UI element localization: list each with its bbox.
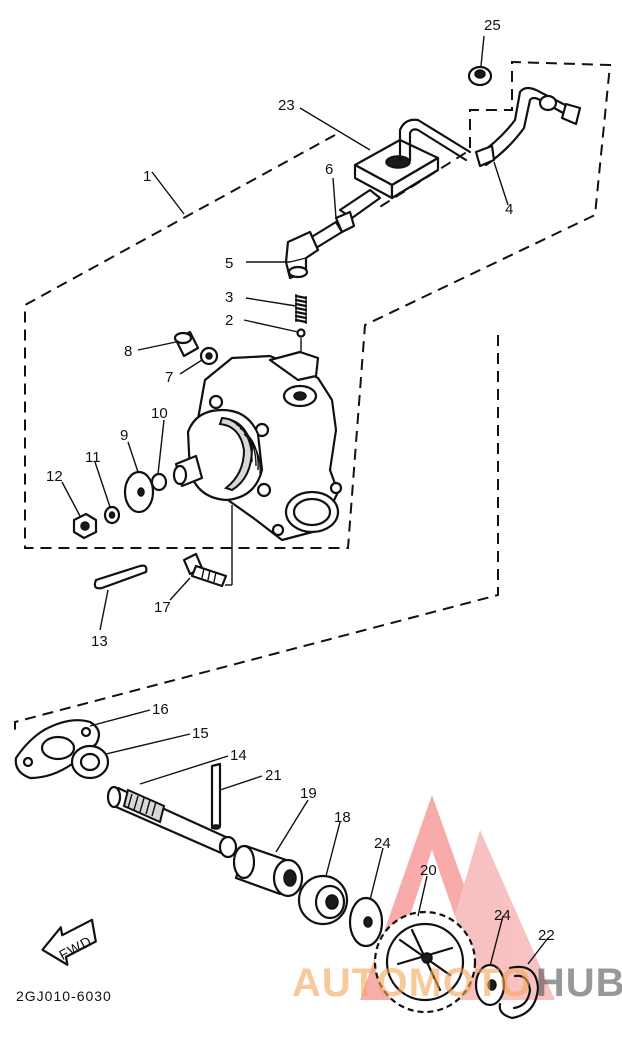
part-drive-shaft bbox=[106, 785, 238, 859]
callout-6: 6 bbox=[325, 161, 333, 178]
part-gasket-16 bbox=[14, 719, 101, 780]
part-o-ring-15 bbox=[70, 744, 110, 780]
part-oil-seal-10 bbox=[150, 472, 168, 492]
callout-7: 7 bbox=[165, 369, 173, 386]
callout-13: 13 bbox=[91, 633, 108, 650]
callout-24-left: 24 bbox=[374, 835, 391, 852]
part-bleed-screw bbox=[173, 330, 200, 358]
leader-lines bbox=[61, 35, 549, 967]
part-spring bbox=[294, 294, 308, 324]
part-circlip bbox=[498, 965, 540, 1020]
part-union-bolt bbox=[308, 210, 356, 250]
part-nut-12 bbox=[72, 512, 98, 540]
callout-8: 8 bbox=[124, 343, 132, 360]
callout-4: 4 bbox=[505, 201, 513, 218]
part-lock-washer-11 bbox=[103, 505, 121, 525]
part-gasket-washer bbox=[199, 346, 219, 366]
callout-22: 22 bbox=[538, 927, 555, 944]
part-bearing bbox=[297, 874, 349, 926]
callout-14: 14 bbox=[230, 747, 247, 764]
callout-21: 21 bbox=[265, 767, 282, 784]
part-pin bbox=[210, 762, 222, 830]
part-plate-washer-9 bbox=[123, 470, 155, 514]
part-washer-24b bbox=[474, 963, 506, 1007]
part-washer-24a bbox=[348, 896, 384, 948]
fwd-arrow-icon: FWD bbox=[41, 918, 97, 966]
callout-12: 12 bbox=[46, 468, 63, 485]
part-cable-clip bbox=[93, 564, 148, 590]
part-bolt bbox=[182, 552, 228, 588]
watermark-text-auto: AUTOMOTO bbox=[292, 961, 532, 1005]
diagram-code: 2GJ010-6030 bbox=[16, 988, 112, 1004]
watermark-text-hub: HUB bbox=[536, 961, 622, 1005]
callout-19: 19 bbox=[300, 785, 317, 802]
part-oil-pipe-bracket bbox=[338, 118, 472, 220]
callout-23: 23 bbox=[278, 97, 295, 114]
part-elbow-nipple bbox=[284, 230, 320, 280]
callout-20: 20 bbox=[420, 862, 437, 879]
part-pump-gear bbox=[373, 910, 477, 1014]
callout-2: 2 bbox=[225, 312, 233, 329]
part-oil-pump-body bbox=[172, 350, 343, 586]
part-delivery-pipe bbox=[474, 86, 582, 168]
callout-25: 25 bbox=[484, 17, 501, 34]
part-check-ball bbox=[296, 328, 306, 338]
part-bushing bbox=[232, 844, 304, 898]
callout-18: 18 bbox=[334, 809, 351, 826]
callout-1: 1 bbox=[143, 168, 151, 185]
callout-15: 15 bbox=[192, 725, 209, 742]
callout-24-right: 24 bbox=[494, 907, 511, 924]
callout-numbers: 25 23 4 6 1 5 3 2 8 7 10 9 11 12 13 17 1… bbox=[46, 17, 555, 944]
callout-11: 11 bbox=[85, 449, 101, 466]
callout-3: 3 bbox=[225, 289, 233, 306]
group-outline-shaft bbox=[14, 335, 499, 735]
callout-5: 5 bbox=[225, 255, 233, 272]
callout-17: 17 bbox=[154, 599, 171, 616]
callout-16: 16 bbox=[152, 701, 169, 718]
callout-9: 9 bbox=[120, 427, 128, 444]
callout-10: 10 bbox=[151, 405, 168, 422]
part-collar bbox=[467, 65, 493, 87]
